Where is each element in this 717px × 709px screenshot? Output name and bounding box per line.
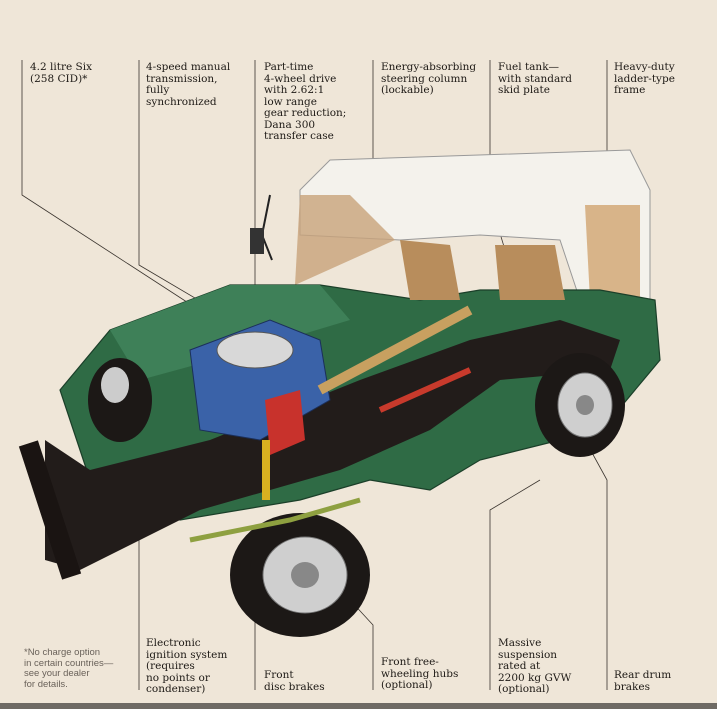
steering-column (317, 305, 473, 395)
rear-seat (495, 245, 565, 300)
leaf-spring (189, 497, 361, 543)
air-cleaner (216, 331, 294, 369)
front-bumper (18, 440, 82, 580)
driveshaft (378, 367, 472, 413)
hood (110, 285, 350, 380)
footnote: *No charge option in certain countries— … (24, 647, 114, 690)
label-drum-brakes: Rear drum brakes (614, 669, 672, 693)
label-engine: 4.2 litre Six (258 CID)* (30, 61, 93, 85)
chassis-frame (45, 320, 620, 570)
front-seat (400, 240, 460, 300)
mirror (250, 228, 264, 254)
rear-right-wheel (535, 353, 625, 457)
windshield (295, 195, 395, 285)
label-suspension: Massive suspension rated at 2200 kg GVW … (498, 637, 572, 695)
front-left-wheel (88, 358, 152, 442)
label-frame: Heavy-duty ladder-type frame (614, 61, 675, 96)
label-disc-brakes: Front disc brakes (264, 669, 325, 693)
bottom-border (0, 703, 717, 709)
label-hubs: Front free- wheeling hubs (optional) (381, 656, 459, 691)
exhaust-manifold (265, 390, 305, 455)
label-transmission: 4-speed manual transmission, fully synch… (146, 61, 231, 108)
shock-absorber (262, 440, 270, 500)
rear-window (585, 205, 640, 300)
label-fuel-tank: Fuel tank— with standard skid plate (498, 61, 573, 96)
front-right-wheel (230, 513, 370, 637)
label-steering-column: Energy-absorbing steering column (lockab… (381, 61, 477, 96)
label-ignition: Electronic ignition system (requires no … (146, 637, 228, 695)
label-4wd: Part-time 4-wheel drive with 2.62:1 low … (264, 61, 347, 142)
